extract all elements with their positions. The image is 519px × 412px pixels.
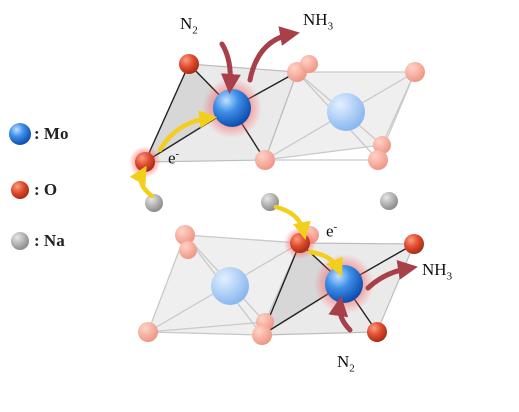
electron-arrow-top xyxy=(157,110,218,153)
na-atom-icon xyxy=(11,232,29,250)
electron-arrow-na-o-bottom xyxy=(273,204,311,241)
bottom-layer xyxy=(138,225,424,345)
electron-arrow-bottom xyxy=(307,249,343,277)
nh3-label-bottom: NH3 xyxy=(422,260,453,283)
legend xyxy=(9,123,31,250)
bottom-mo-atom-faded xyxy=(211,267,249,305)
bottom-o-atom xyxy=(404,234,424,254)
bottom-o-atom-faded xyxy=(138,322,158,342)
top-o-atom-faded xyxy=(255,150,275,170)
na-atom xyxy=(145,194,163,212)
electron-label-top: e- xyxy=(168,148,180,168)
bottom-mo-atom-active xyxy=(325,265,363,303)
na-row xyxy=(145,192,398,212)
bottom-o-atom xyxy=(290,233,310,253)
n2-in-arrow-bottom xyxy=(328,296,353,333)
na-atom xyxy=(380,192,398,210)
bottom-o-atom xyxy=(367,322,387,342)
bottom-o-atom-faded xyxy=(175,225,195,245)
n2-label-top: N2 xyxy=(180,14,198,37)
mo-atom-icon xyxy=(9,123,31,145)
reaction-arrows xyxy=(129,26,418,333)
n2-label-bottom: N2 xyxy=(337,352,355,375)
nh3-label-top: NH3 xyxy=(303,10,334,33)
top-o-atom-faded xyxy=(405,62,425,82)
nh3-out-arrow-bottom xyxy=(365,260,418,291)
electron-label-bottom: e- xyxy=(326,221,338,241)
bottom-o-atom-faded xyxy=(252,325,272,345)
o-atom-icon xyxy=(11,181,29,199)
top-mo-atom-active xyxy=(213,89,251,127)
bottom-o-atom-faded xyxy=(179,241,197,259)
legend-label-mo: : Mo xyxy=(34,124,69,143)
electron-arrow-na-o-top xyxy=(129,165,155,199)
top-o-atom xyxy=(135,152,155,172)
n2-in-arrow-top xyxy=(219,41,241,94)
top-mo-atom-faded xyxy=(327,93,365,131)
top-o-atom-faded xyxy=(373,136,391,154)
top-o-atom-faded xyxy=(300,55,318,73)
nh3-out-arrow-top xyxy=(247,26,300,83)
top-o-atom xyxy=(179,54,199,74)
legend-label-o: : O xyxy=(34,180,58,199)
legend-label-na: : Na xyxy=(34,231,65,250)
top-o-atom-faded xyxy=(368,150,388,170)
